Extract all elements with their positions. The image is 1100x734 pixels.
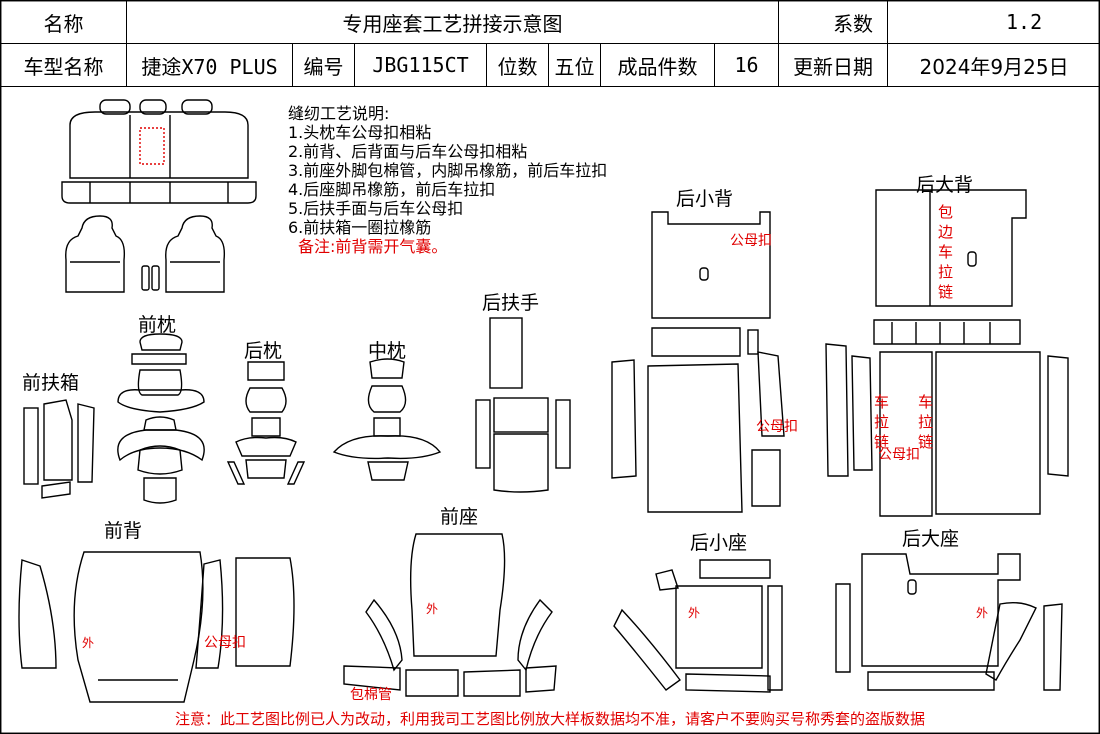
front-back-pieces xyxy=(18,551,295,703)
mark-snap-1: 公母扣 xyxy=(730,233,772,249)
front-headrest-pieces xyxy=(117,333,205,504)
rear-big-seat-pieces xyxy=(835,553,1063,691)
note-item: 5.后扶手面与后车公母扣 xyxy=(288,199,464,218)
code-label: 编号 xyxy=(292,43,355,87)
mark-zip-left: 车拉链 xyxy=(874,393,890,451)
label-rear-headrest: 后枕 xyxy=(244,340,283,362)
mark-outer-4: 外 xyxy=(976,606,989,620)
mark-outer-2: 外 xyxy=(426,602,439,616)
label-big-seat: 后大座 xyxy=(902,528,960,550)
note-item: 1.头枕车公母扣相粘 xyxy=(288,123,432,142)
pieces-label: 成品件数 xyxy=(600,43,715,87)
mid-headrest-pieces xyxy=(332,358,442,481)
notes-title: 缝纫工艺说明: xyxy=(288,104,390,123)
rear-small-seat-pieces xyxy=(613,559,783,693)
label-mid-headrest: 中枕 xyxy=(368,340,407,362)
front-seat-thumbnails xyxy=(65,215,226,293)
label-front-back: 前背 xyxy=(104,520,143,542)
mark-snap-2: 公母扣 xyxy=(756,419,798,435)
mark-wrap-zip: 包边车拉链 xyxy=(938,203,954,301)
note-item: 3.前座外脚包棉管，内脚吊橡筋，前后车拉扣 xyxy=(288,161,608,180)
update-date-label: 更新日期 xyxy=(778,43,889,87)
notes-remark: 备注:前背需开气囊。 xyxy=(298,237,448,256)
mark-outer-1: 外 xyxy=(82,636,95,650)
label-rear-armrest: 后扶手 xyxy=(482,292,540,314)
mark-snap-3: 公母扣 xyxy=(878,447,920,463)
note-item: 4.后座脚吊橡筋，前后车拉扣 xyxy=(288,180,496,199)
model-name-value: 捷途X70 PLUS xyxy=(126,43,293,87)
label-front-seat: 前座 xyxy=(440,506,479,528)
mark-cotton-tube: 包棉管 xyxy=(350,687,392,703)
label-front-armbox: 前扶箱 xyxy=(22,372,80,394)
label-small-back: 后小背 xyxy=(676,188,734,210)
model-name-label: 车型名称 xyxy=(0,43,127,87)
label-front-headrest: 前枕 xyxy=(138,314,177,336)
code-value: JBG115CT xyxy=(354,43,487,87)
mark-snap-4: 公母扣 xyxy=(204,635,246,651)
front-armbox-pieces xyxy=(23,399,95,499)
mark-outer-3: 外 xyxy=(688,606,701,620)
name-label: 名称 xyxy=(0,0,127,44)
note-item: 2.前背、后背面与后车公母扣相粘 xyxy=(288,142,528,161)
sewing-notes: 缝纫工艺说明: 1.头枕车公母扣相粘 2.前背、后背面与后车公母扣相粘 3.前座… xyxy=(288,104,607,256)
header-table: 名称 专用座套工艺拼接示意图 系数 1.2 车型名称 捷途X70 PLUS 编号… xyxy=(0,0,1100,87)
sheet-title: 专用座套工艺拼接示意图 xyxy=(125,0,780,44)
rear-headrest-pieces xyxy=(226,361,306,485)
coefficient-label: 系数 xyxy=(778,0,888,44)
label-big-back: 后大背 xyxy=(916,174,974,196)
front-seat-pieces xyxy=(343,533,557,697)
note-item: 6.前扶箱一圈拉橡筋 xyxy=(288,218,432,237)
pieces-value: 16 xyxy=(713,43,780,87)
rear-bench-thumbnail xyxy=(61,99,257,204)
update-date-value: 2024年9月25日 xyxy=(887,43,1100,87)
footer-warning: 注意：此工艺图比例已人为改动，利用我司工艺图比例放大样板数据均不准，请客户不要购… xyxy=(174,710,925,728)
rear-armrest-pieces xyxy=(475,317,571,493)
seats-value: 五位 xyxy=(548,43,601,87)
seats-label: 位数 xyxy=(486,43,549,87)
mark-zip-right: 车拉链 xyxy=(918,393,934,451)
rear-small-back-pieces xyxy=(611,211,785,513)
rear-big-back-pieces xyxy=(825,189,1069,517)
label-small-seat: 后小座 xyxy=(690,532,748,554)
